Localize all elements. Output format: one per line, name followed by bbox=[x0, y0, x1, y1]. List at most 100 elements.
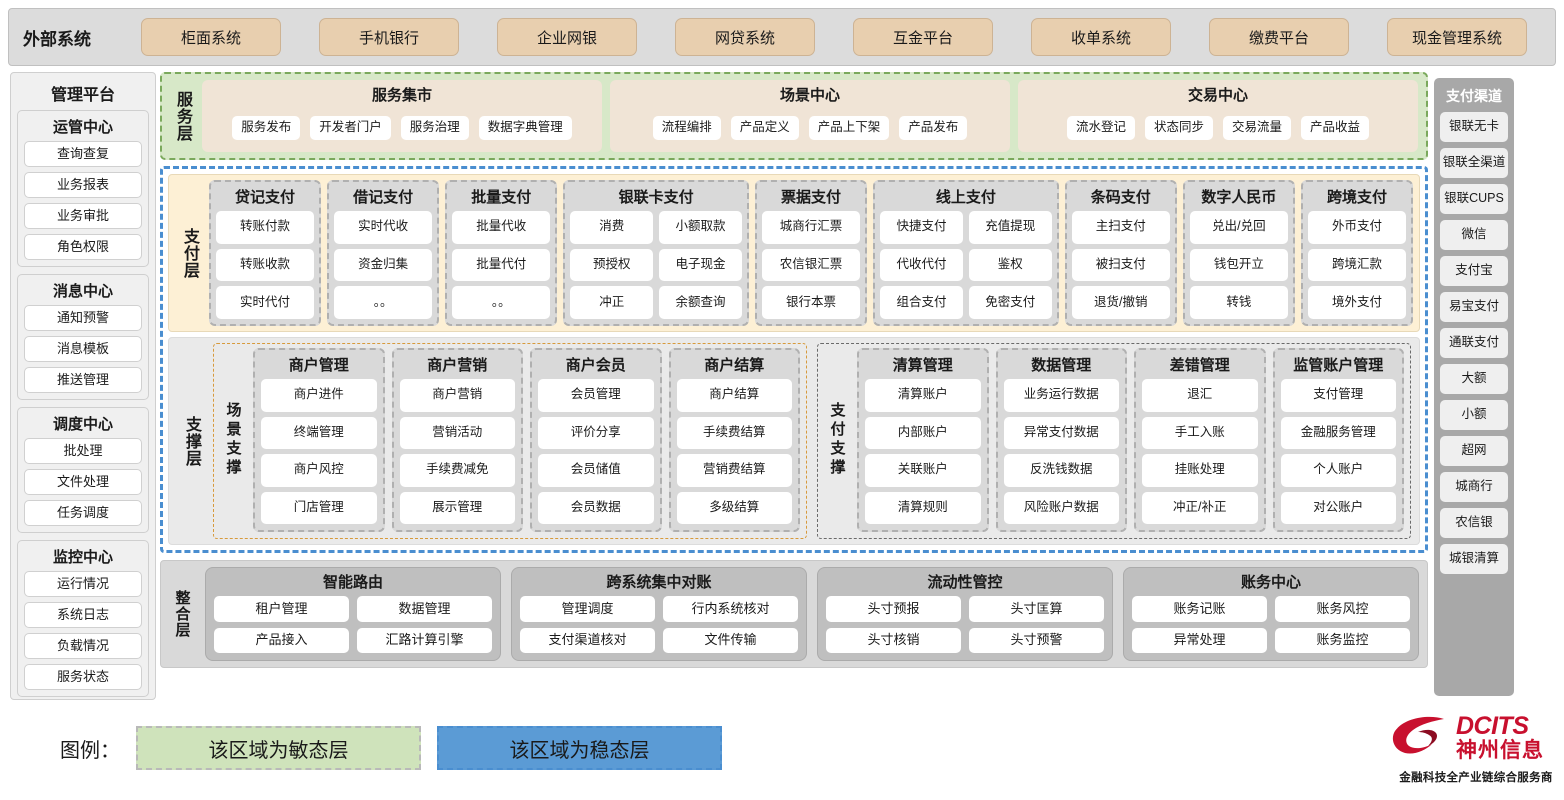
support-item[interactable]: 商户风控 bbox=[261, 454, 377, 487]
support-item[interactable]: 门店管理 bbox=[261, 491, 377, 524]
support-item[interactable]: 商户营销 bbox=[399, 379, 515, 412]
integration-item[interactable]: 管理调度 bbox=[520, 596, 655, 622]
support-item[interactable]: 会员数据 bbox=[538, 491, 654, 524]
support-item[interactable]: 营销活动 bbox=[399, 416, 515, 449]
service-item[interactable]: 产品收益 bbox=[1301, 115, 1370, 140]
support-item[interactable]: 展示管理 bbox=[399, 491, 515, 524]
integration-item[interactable]: 头寸预警 bbox=[969, 627, 1104, 653]
management-item[interactable]: 消息模板 bbox=[24, 336, 142, 362]
payment-item[interactable]: 代收代付 bbox=[880, 248, 963, 282]
service-item[interactable]: 流程编排 bbox=[652, 115, 721, 140]
payment-item[interactable]: 鉴权 bbox=[968, 248, 1052, 282]
payment-item[interactable]: 转账收款 bbox=[216, 248, 315, 282]
payment-channel-item[interactable]: 通联支付 bbox=[1440, 328, 1508, 358]
support-item[interactable]: 冲正/补正 bbox=[1142, 491, 1258, 524]
external-system-item[interactable]: 网贷系统 bbox=[675, 18, 815, 56]
support-item[interactable]: 会员管理 bbox=[538, 379, 654, 412]
payment-item[interactable]: 境外支付 bbox=[1307, 286, 1406, 320]
support-item[interactable]: 内部账户 bbox=[865, 416, 981, 449]
payment-channel-item[interactable]: 农信银 bbox=[1440, 508, 1508, 538]
support-item[interactable]: 多级结算 bbox=[676, 491, 792, 524]
service-item[interactable]: 流水登记 bbox=[1066, 115, 1135, 140]
payment-item[interactable]: 实时代收 bbox=[334, 211, 433, 244]
integration-item[interactable]: 数据管理 bbox=[357, 596, 492, 622]
management-item[interactable]: 业务报表 bbox=[24, 172, 142, 198]
payment-channel-item[interactable]: 小额 bbox=[1440, 400, 1508, 430]
payment-item[interactable]: 消费 bbox=[570, 211, 654, 244]
support-item[interactable]: 会员储值 bbox=[538, 454, 654, 487]
management-item[interactable]: 文件处理 bbox=[24, 469, 142, 495]
payment-item[interactable]: 银行本票 bbox=[761, 286, 861, 320]
payment-channel-item[interactable]: 支付宝 bbox=[1440, 256, 1508, 286]
service-item[interactable]: 服务治理 bbox=[400, 115, 469, 140]
payment-item[interactable]: 兑出/兑回 bbox=[1189, 211, 1288, 244]
management-item[interactable]: 批处理 bbox=[24, 438, 142, 464]
integration-item[interactable]: 租户管理 bbox=[214, 596, 349, 622]
integration-item[interactable]: 行内系统核对 bbox=[663, 596, 798, 622]
service-item[interactable]: 开发者门户 bbox=[310, 115, 391, 140]
payment-item[interactable]: 主扫支付 bbox=[1071, 211, 1170, 244]
service-item[interactable]: 服务发布 bbox=[232, 115, 301, 140]
support-item[interactable]: 个人账户 bbox=[1280, 454, 1396, 487]
payment-item[interactable]: 被扫支付 bbox=[1071, 248, 1170, 282]
integration-item[interactable]: 账务风控 bbox=[1275, 596, 1410, 622]
payment-item[interactable]: 批量代收 bbox=[452, 211, 551, 244]
service-item[interactable]: 产品定义 bbox=[730, 115, 799, 140]
service-item[interactable]: 交易流量 bbox=[1223, 115, 1292, 140]
integration-item[interactable]: 支付渠道核对 bbox=[520, 627, 655, 653]
support-item[interactable]: 业务运行数据 bbox=[1003, 379, 1119, 412]
integration-item[interactable]: 汇路计算引擎 bbox=[357, 627, 492, 653]
payment-item[interactable]: 城商行汇票 bbox=[761, 211, 861, 244]
integration-item[interactable]: 账务记账 bbox=[1132, 596, 1267, 622]
service-item[interactable]: 状态同步 bbox=[1144, 115, 1213, 140]
payment-item[interactable]: 快捷支付 bbox=[880, 211, 963, 244]
support-item[interactable]: 对公账户 bbox=[1280, 491, 1396, 524]
management-item[interactable]: 业务审批 bbox=[24, 203, 142, 229]
support-item[interactable]: 清算规则 bbox=[865, 491, 981, 524]
support-item[interactable]: 支付管理 bbox=[1280, 379, 1396, 412]
payment-item[interactable]: 钱包开立 bbox=[1189, 248, 1288, 282]
payment-item[interactable]: 转钱 bbox=[1189, 286, 1288, 320]
integration-item[interactable]: 账务监控 bbox=[1275, 627, 1410, 653]
payment-item[interactable]: 余额查询 bbox=[659, 286, 742, 320]
integration-item[interactable]: 头寸预报 bbox=[826, 596, 961, 622]
payment-item[interactable]: 跨境汇款 bbox=[1307, 248, 1406, 282]
integration-item[interactable]: 异常处理 bbox=[1132, 627, 1267, 653]
payment-channel-item[interactable]: 超网 bbox=[1440, 436, 1508, 466]
payment-item[interactable]: 资金归集 bbox=[334, 248, 433, 282]
payment-channel-item[interactable]: 银联无卡 bbox=[1440, 112, 1508, 142]
integration-item[interactable]: 产品接入 bbox=[214, 627, 349, 653]
support-item[interactable]: 手工入账 bbox=[1142, 416, 1258, 449]
support-item[interactable]: 异常支付数据 bbox=[1003, 416, 1119, 449]
management-item[interactable]: 角色权限 bbox=[24, 234, 142, 260]
external-system-item[interactable]: 缴费平台 bbox=[1209, 18, 1349, 56]
support-item[interactable]: 反洗钱数据 bbox=[1003, 454, 1119, 487]
payment-item[interactable]: 转账付款 bbox=[216, 211, 315, 244]
support-item[interactable]: 评价分享 bbox=[538, 416, 654, 449]
external-system-item[interactable]: 现金管理系统 bbox=[1387, 18, 1527, 56]
service-item[interactable]: 产品上下架 bbox=[808, 115, 890, 140]
payment-item[interactable]: 预授权 bbox=[570, 248, 654, 282]
payment-channel-item[interactable]: 微信 bbox=[1440, 220, 1508, 250]
payment-item[interactable]: 电子现金 bbox=[659, 248, 742, 282]
payment-channel-item[interactable]: 城商行 bbox=[1440, 472, 1508, 502]
support-item[interactable]: 商户结算 bbox=[676, 379, 792, 412]
support-item[interactable]: 营销费结算 bbox=[676, 454, 792, 487]
payment-item[interactable]: 冲正 bbox=[570, 286, 654, 320]
payment-item[interactable]: 批量代付 bbox=[452, 248, 551, 282]
service-item[interactable]: 数据字典管理 bbox=[478, 115, 572, 140]
management-item[interactable]: 任务调度 bbox=[24, 500, 142, 526]
management-item[interactable]: 通知预警 bbox=[24, 305, 142, 331]
payment-channel-item[interactable]: 银联CUPS bbox=[1440, 184, 1508, 214]
payment-item[interactable]: 小额取款 bbox=[659, 211, 742, 244]
support-item[interactable]: 风险账户数据 bbox=[1003, 491, 1119, 524]
payment-channel-item[interactable]: 银联全渠道 bbox=[1440, 148, 1508, 178]
support-item[interactable]: 关联账户 bbox=[865, 454, 981, 487]
support-item[interactable]: 手续费减免 bbox=[399, 454, 515, 487]
external-system-item[interactable]: 互金平台 bbox=[853, 18, 993, 56]
payment-item[interactable]: 。。 bbox=[334, 286, 433, 320]
external-system-item[interactable]: 收单系统 bbox=[1031, 18, 1171, 56]
payment-item[interactable]: 。。 bbox=[452, 286, 551, 320]
external-system-item[interactable]: 柜面系统 bbox=[141, 18, 281, 56]
management-item[interactable]: 推送管理 bbox=[24, 367, 142, 393]
